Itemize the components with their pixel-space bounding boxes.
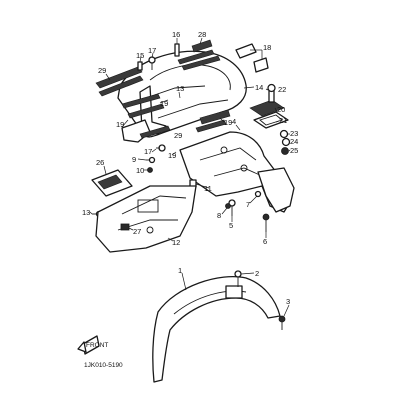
reflector-27 bbox=[120, 223, 130, 231]
bolt-22 bbox=[267, 83, 276, 103]
callout-13-upper: 13 bbox=[176, 84, 184, 93]
stripe-decal-29-lower bbox=[139, 119, 227, 139]
front-mark-label: FRONT bbox=[86, 342, 108, 349]
bolt-3 bbox=[278, 315, 286, 330]
bolt-16 bbox=[174, 43, 180, 57]
callout-1: 1 bbox=[178, 266, 182, 275]
callout-18: 18 bbox=[263, 43, 271, 52]
lens-20 bbox=[249, 99, 285, 117]
callout-8: 8 bbox=[217, 211, 221, 220]
callout-13: 13 bbox=[82, 208, 90, 217]
callout-19-left: 19 bbox=[160, 99, 168, 108]
plate-bracket-26 bbox=[91, 169, 133, 197]
screw-15 bbox=[137, 61, 143, 71]
callout-25: 25 bbox=[290, 146, 298, 155]
nut-25 bbox=[281, 147, 289, 155]
callout-17: 17 bbox=[148, 46, 156, 55]
callout-28: 28 bbox=[198, 30, 206, 39]
callout-29-mid: 29 bbox=[174, 131, 182, 140]
callout-4: 4 bbox=[232, 117, 236, 126]
front-direction-mark: FRONT bbox=[77, 335, 108, 355]
callout-29-top: 29 bbox=[98, 66, 106, 75]
side-decal-19 bbox=[199, 109, 231, 125]
gasket-21 bbox=[253, 111, 289, 129]
bolt-17-lower bbox=[156, 144, 166, 152]
callout-9: 9 bbox=[132, 155, 136, 164]
stripe-decal-19-upper bbox=[177, 49, 221, 71]
washer-23 bbox=[279, 129, 289, 139]
stripe-decal-29-left bbox=[95, 66, 144, 97]
callout-5: 5 bbox=[229, 221, 233, 230]
callout-2: 2 bbox=[255, 269, 259, 278]
callout-15: 15 bbox=[136, 51, 144, 60]
bolt-8 bbox=[225, 203, 231, 209]
callout-26: 26 bbox=[96, 158, 104, 167]
callout-19-lower: 19 bbox=[168, 151, 176, 160]
callout-23: 23 bbox=[290, 129, 298, 138]
grab-handle-18 bbox=[235, 43, 269, 73]
callout-21: 21 bbox=[279, 116, 287, 125]
bracket-28 bbox=[191, 39, 213, 53]
stripe-decal-19-lower bbox=[121, 93, 165, 119]
callout-14: 14 bbox=[255, 83, 263, 92]
bolt-9 bbox=[146, 156, 156, 164]
callout-7: 7 bbox=[246, 200, 250, 209]
nut-10 bbox=[147, 167, 153, 173]
callout-3: 3 bbox=[286, 297, 290, 306]
washer-24 bbox=[281, 137, 291, 147]
callout-19-mid: 19 bbox=[116, 120, 124, 129]
rear-inner-fender-12 bbox=[95, 185, 197, 253]
bolt-7 bbox=[254, 190, 262, 198]
callout-6: 6 bbox=[263, 237, 267, 246]
callout-22: 22 bbox=[278, 85, 286, 94]
callout-10: 10 bbox=[136, 166, 144, 175]
callout-27: 27 bbox=[133, 227, 141, 236]
callout-20: 20 bbox=[277, 105, 285, 114]
callout-16: 16 bbox=[172, 30, 180, 39]
callout-24: 24 bbox=[290, 137, 298, 146]
fender-flap-4 bbox=[257, 167, 295, 213]
callout-17-lower: 17 bbox=[144, 147, 152, 156]
callout-leaders bbox=[89, 37, 291, 317]
callout-labels: 16 28 18 17 15 29 14 22 20 21 23 24 25 1… bbox=[82, 30, 298, 306]
bolt-6 bbox=[262, 213, 270, 232]
callout-12: 12 bbox=[172, 238, 180, 247]
bolt-5 bbox=[228, 199, 236, 216]
diagram-code: 1JK010-5190 bbox=[84, 362, 123, 369]
callout-11: 11 bbox=[204, 184, 212, 193]
callout-19-right: 19 bbox=[224, 118, 232, 127]
front-fender-1 bbox=[152, 276, 281, 383]
